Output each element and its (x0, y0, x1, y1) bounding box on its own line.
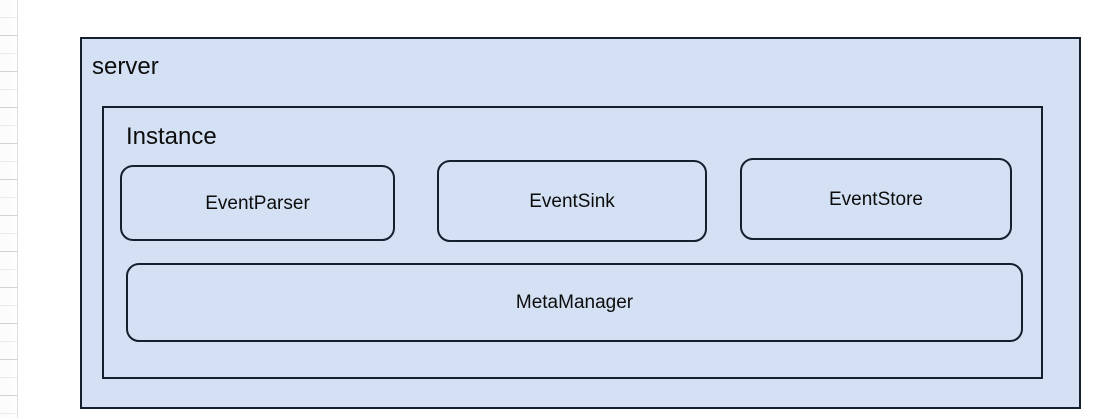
container-server-label: server (92, 53, 159, 80)
node-eventstore[interactable]: EventStore (740, 158, 1012, 240)
node-metamanager[interactable]: MetaManager (126, 263, 1023, 342)
node-eventstore-label: EventStore (829, 188, 923, 210)
node-eventparser-label: EventParser (205, 192, 310, 214)
node-eventparser[interactable]: EventParser (120, 165, 395, 241)
node-eventsink-label: EventSink (529, 190, 615, 212)
container-server[interactable]: server Instance EventParser EventSink Ev… (80, 37, 1081, 409)
node-eventsink[interactable]: EventSink (437, 160, 707, 242)
node-metamanager-label: MetaManager (515, 292, 634, 313)
ruled-paper-background (0, 0, 18, 418)
container-instance[interactable]: Instance EventParser EventSink EventStor… (102, 106, 1043, 379)
container-instance-label: Instance (126, 123, 217, 150)
